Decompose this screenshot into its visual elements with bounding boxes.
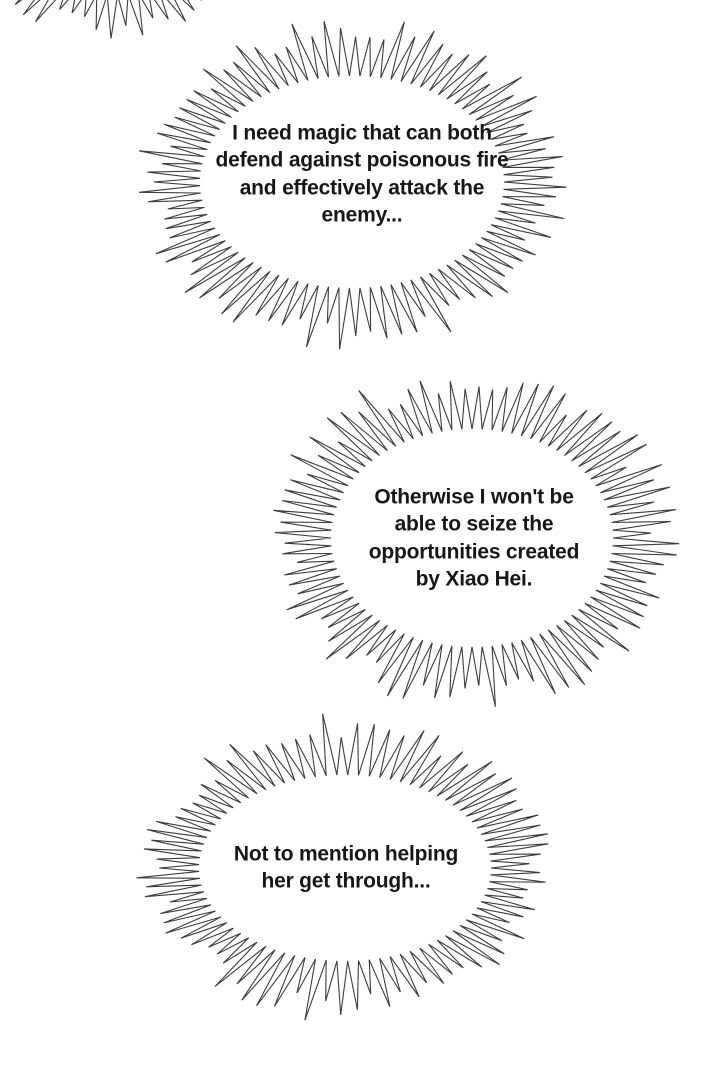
thought-bubble-3-text: Not to mention helping her get through..… bbox=[233, 842, 459, 893]
thought-bubble-partial-top-left-burst bbox=[14, 0, 202, 39]
thought-bubble-1-text: I need magic that can both defend agains… bbox=[215, 121, 509, 227]
thought-bubble-1-burst bbox=[138, 21, 567, 350]
thought-bubble-3-burst bbox=[136, 713, 549, 1021]
thought-bubble-2-burst bbox=[273, 380, 680, 707]
thought-bubble-2-text: Otherwise I won't be able to seize the o… bbox=[368, 485, 580, 591]
